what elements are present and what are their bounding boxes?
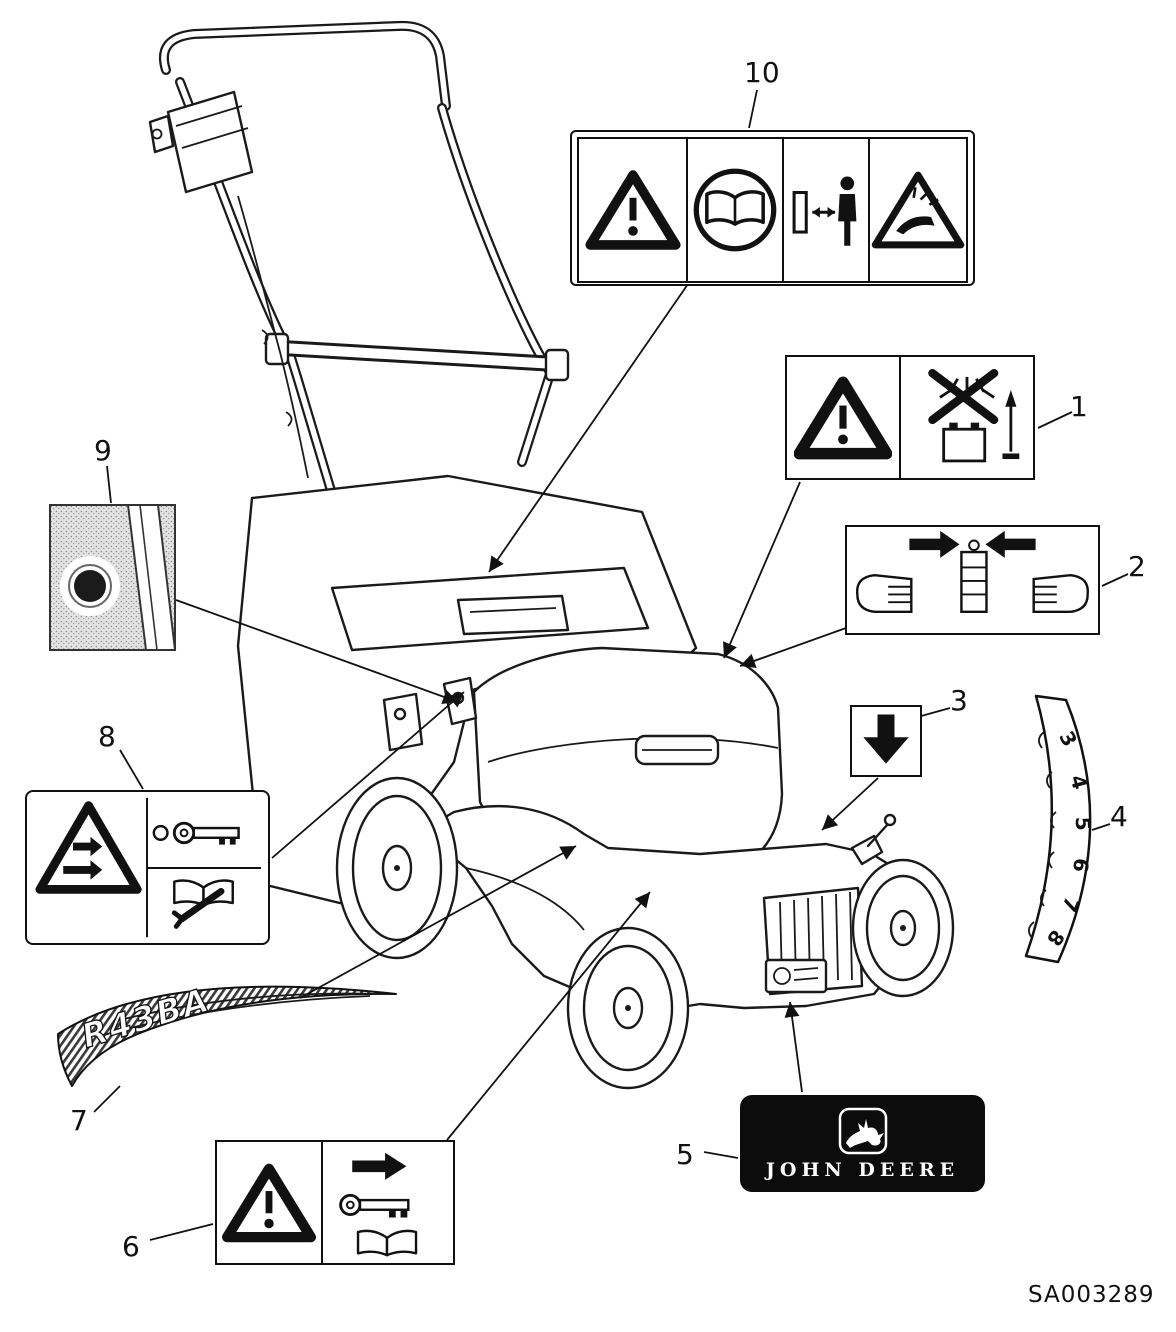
decal-1-battery-warning — [785, 355, 1035, 480]
leader-lines — [93, 89, 1129, 1241]
height-number: 6 — [1068, 856, 1094, 874]
shear-arrow-icon — [63, 860, 103, 880]
callout-10: 10 — [744, 56, 780, 89]
arrow-down-icon — [863, 714, 909, 764]
decal-2-press-latches — [845, 525, 1100, 635]
decal-5-brand: JOHN DEERE — [740, 1095, 985, 1192]
callout-7: 7 — [70, 1104, 88, 1137]
mower-line-art — [148, 20, 955, 1090]
decal-3-down-arrow — [850, 705, 922, 777]
warning-triangle-icon — [217, 1142, 323, 1263]
battery-no-spark-icon — [901, 357, 1033, 478]
hands-press-icon — [855, 530, 1090, 614]
read-manual-icon — [688, 139, 784, 281]
decal-8-shear-hazard — [25, 790, 270, 945]
callout-2: 2 — [1128, 550, 1146, 583]
height-number: 4 — [1065, 772, 1092, 792]
decal-7-model-swoosh: R43BA — [57, 979, 397, 1087]
shear-arrow-icon — [72, 836, 103, 857]
key-and-manual-icon — [323, 1142, 453, 1263]
warning-triangle-icon — [787, 357, 901, 478]
john-deere-logo-icon — [838, 1107, 887, 1154]
shear-key-manual-icon — [35, 797, 261, 938]
warning-triangle-icon — [579, 139, 689, 281]
thrown-object-hazard-icon — [870, 139, 966, 281]
callout-5: 5 — [676, 1138, 694, 1171]
height-number: 5 — [1071, 816, 1095, 831]
decal-10-safety-strip — [570, 130, 975, 286]
keep-distance-icon — [784, 139, 870, 281]
callout-6: 6 — [122, 1230, 140, 1263]
model-decal-text: R43BA — [77, 980, 215, 1056]
brand-wordmark: JOHN DEERE — [765, 1158, 960, 1181]
decal-6-key-manual — [215, 1140, 455, 1265]
wrench-icon — [178, 887, 225, 923]
decal-4-cut-height-scale: 3 4 5 6 7 8 — [1024, 694, 1095, 964]
mount-hole-icon — [74, 570, 106, 602]
callout-1: 1 — [1070, 390, 1088, 423]
reference-code: SA003289 — [1028, 1282, 1155, 1308]
callout-8: 8 — [98, 720, 116, 753]
callout-9: 9 — [94, 434, 112, 467]
callout-3: 3 — [950, 684, 968, 717]
decal-9-hole-detail — [49, 504, 177, 651]
callout-4: 4 — [1110, 800, 1128, 833]
